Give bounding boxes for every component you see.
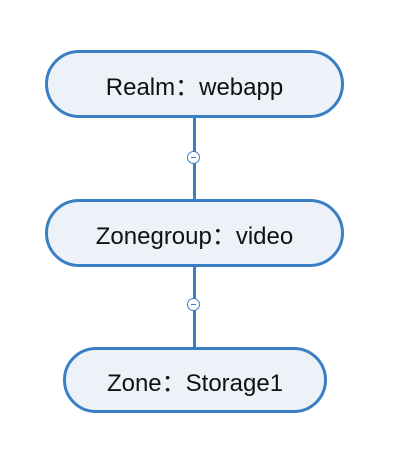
node-label: Zonegroup：video (95, 222, 294, 250)
zonegroup-node[interactable]: Zonegroup：video (45, 199, 344, 267)
collapse-minus-icon[interactable] (187, 151, 200, 164)
node-label: Zone：Storage1 (106, 369, 284, 397)
zone-node[interactable]: Zone：Storage1 (63, 347, 327, 413)
node-label: Realm：webapp (105, 73, 284, 101)
collapse-minus-icon[interactable] (187, 298, 200, 311)
realm-node[interactable]: Realm：webapp (45, 50, 344, 118)
